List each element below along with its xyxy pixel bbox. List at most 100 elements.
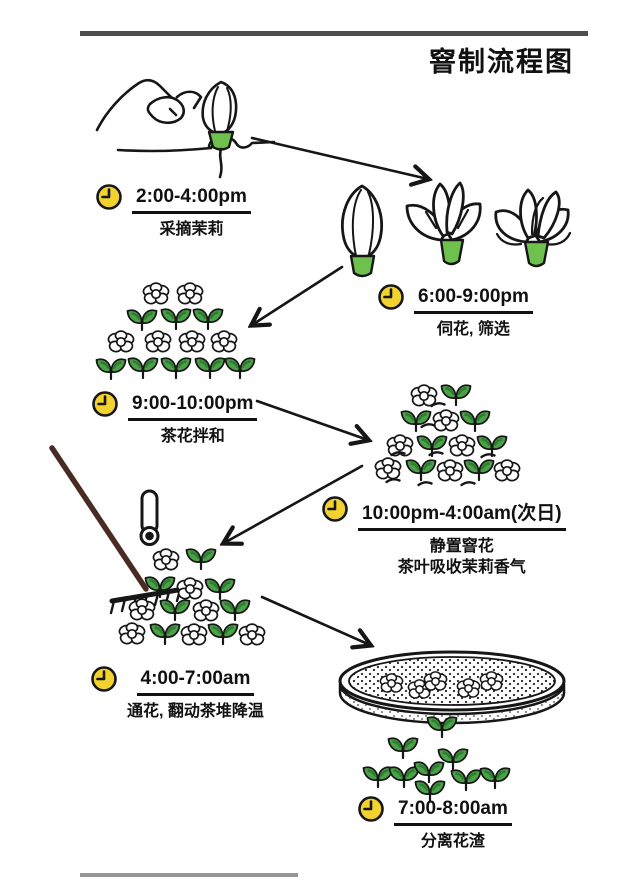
aroma-dash-icon [430,402,446,408]
step-caption: 伺花, 筛选 [436,321,510,338]
tea-leaf-icon [413,761,445,784]
jasmine-flower-icon [478,671,505,693]
jasmine-flower-icon [236,623,268,647]
flow-arrow-4 [224,464,364,543]
step-time: 2:00-4:00pm [132,186,251,214]
tea-leaf-icon [387,737,419,760]
tea-leaf-icon [204,578,236,601]
blooming-stages-illustration [340,181,572,278]
tea-leaf-icon [463,459,495,482]
step-time: 9:00-10:00pm [128,393,258,421]
step-label-tend: 6:00-9:00pm 伺花, 筛选 [378,284,533,340]
step-time: 4:00-7:00am [136,668,255,696]
tea-leaf-icon [127,357,159,380]
tea-leaf-icon [160,357,192,380]
step-caption: 采摘茉莉 [159,221,224,238]
thermometer-icon [139,489,160,546]
tea-leaf-icon [95,358,127,381]
jasmine-flower-icon [434,459,466,483]
tea-leaf-icon [192,308,224,331]
aroma-dash-icon [385,478,401,484]
jasmine-flower-icon [422,671,449,693]
jasmine-flower-icon [446,434,478,458]
tea-leaf-icon [362,766,394,789]
aroma-dash-icon [417,481,433,487]
bottom-rule [80,873,298,877]
tea-leaf-icon [405,459,437,482]
tea-leaf-icon [185,548,217,571]
tea-leaf-icon [476,435,508,458]
flower-open [494,188,572,268]
step-caption: 静置窨花 [429,538,494,555]
tea-leaf-icon [400,410,432,433]
jasmine-flower-icon [174,282,206,306]
flower-half-open [405,181,482,266]
clock-icon [378,284,404,310]
tea-leaf-icon [224,357,256,380]
tea-leaf-icon [479,767,511,790]
jasmine-flower-icon [105,330,137,354]
tea-leaf-icon [159,599,191,622]
step-caption: 分离花渣 [420,833,485,850]
jasmine-flower-icon [176,330,208,354]
step-label-aerate: 4:00-7:00am 通花, 翻动茶堆降温 [91,666,264,722]
tea-leaf-icon [440,384,472,407]
jasmine-flower-icon [142,330,174,354]
tea-leaf-icon [126,309,158,332]
jasmine-flower-icon [455,678,482,700]
clock-icon [96,184,122,210]
clock-icon [91,666,117,692]
step-label-pick: 2:00-4:00pm 采摘茉莉 [96,184,251,240]
step-caption: 茶花拌和 [160,428,225,445]
aroma-dash-icon [428,451,444,457]
aroma-dash-icon [460,481,476,487]
jasmine-flower-icon [384,434,416,458]
tea-leaf-icon [160,308,192,331]
step-time: 10:00pm-4:00am(次日) [358,498,566,531]
jasmine-flower-icon [140,282,172,306]
flower-bud [340,184,384,278]
jasmine-flower-icon [126,598,158,622]
step-label-separate: 7:00-8:00am 分离花渣 [358,796,512,852]
jasmine-flower-icon [190,599,222,623]
jasmine-flower-icon [116,622,148,646]
jasmine-flower-icon [430,409,462,433]
tea-leaf-icon [388,766,420,789]
jasmine-flower-icon [372,457,404,481]
jasmine-flower-icon [208,330,240,354]
hand-picking-illustration [95,78,276,179]
sieve-tray-illustration [338,650,566,725]
scenting-pile [372,384,523,487]
step-time: 7:00-8:00am [394,798,512,826]
clock-icon [322,496,348,522]
clock-icon [92,391,118,417]
tea-leaf-icon [194,357,226,380]
tea-leaf-icon [149,623,181,646]
flow-arrow-1 [250,136,428,179]
step-caption: 通花, 翻动茶堆降温 [127,703,264,720]
top-rule [80,31,588,36]
step-time: 6:00-9:00pm [414,286,533,314]
tea-leaf-icon [207,623,239,646]
jasmine-flower-icon [491,459,523,483]
tea-leaf-icon [219,599,251,622]
tea-flower-pile-1 [95,282,256,381]
step-label-mix: 9:00-10:00pm 茶花拌和 [92,391,258,447]
step-label-scent: 10:00pm-4:00am(次日) 静置窨花 茶叶吸收茉莉香气 [322,496,566,578]
clock-icon [358,796,384,822]
step-caption-line2: 茶叶吸收茉莉香气 [397,559,526,576]
jasmine-flower-icon [178,623,210,647]
diagram-title: 窨制流程图 [429,47,574,77]
tea-leaf-icon [459,410,491,433]
separated-leaves [362,716,511,803]
flow-arrow-5 [260,595,370,645]
flow-arrow-3 [255,399,368,440]
jasmine-flower-icon [150,548,182,572]
jasmine-flower-icon [174,577,206,601]
tea-leaf-icon [450,769,482,792]
aroma-dash-icon [420,423,436,429]
jasmine-flower-icon [378,673,405,695]
rake-icon [49,445,193,615]
